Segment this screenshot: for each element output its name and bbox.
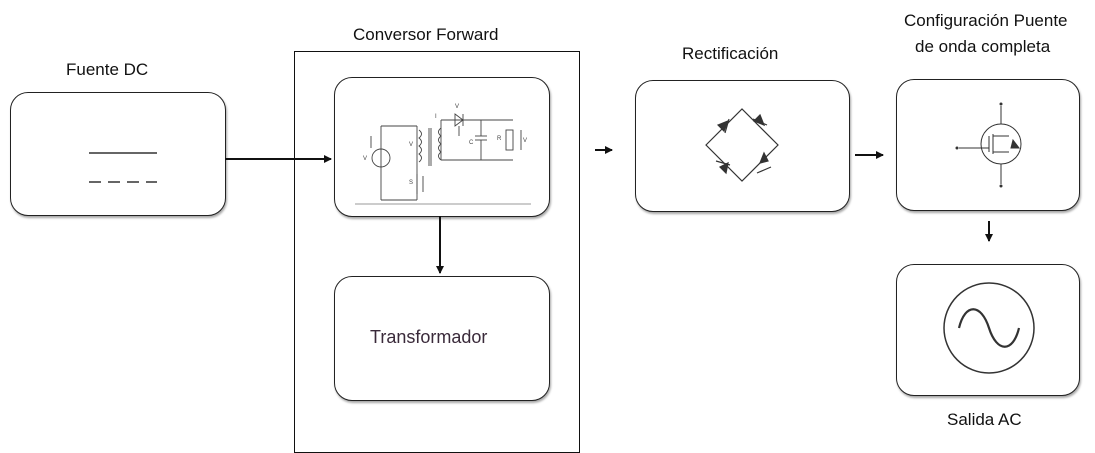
- forward-converter-block: V V I V C R V S: [334, 77, 550, 217]
- svg-text:V: V: [363, 156, 367, 162]
- config-puente-block: [896, 79, 1080, 211]
- rectificacion-block: [635, 80, 850, 212]
- forward-converter-circuit-icon: V V I V C R V S: [355, 104, 531, 205]
- diode-bridge-icon: [705, 108, 779, 182]
- fuente-dc-label: Fuente DC: [66, 60, 149, 79]
- transformador-label: Transformador: [370, 327, 488, 347]
- fuente-dc-block: [10, 92, 226, 216]
- svg-text:V: V: [409, 142, 413, 148]
- svg-text:V: V: [523, 138, 527, 144]
- mosfet-icon: [955, 102, 1022, 188]
- config-label-line1: Configuración Puente: [904, 11, 1068, 30]
- svg-text:S: S: [409, 180, 413, 186]
- salida-ac-block: [896, 264, 1080, 396]
- rectificacion-label: Rectificación: [682, 44, 779, 63]
- svg-text:I: I: [435, 114, 437, 120]
- svg-text:R: R: [497, 136, 502, 142]
- conversor-forward-label: Conversor Forward: [353, 25, 499, 44]
- config-label-line2: de onda completa: [915, 37, 1051, 56]
- svg-text:V: V: [455, 104, 459, 110]
- transformador-block: [334, 276, 550, 401]
- salida-ac-label: Salida AC: [947, 410, 1022, 429]
- sine-wave-icon: [943, 282, 1035, 374]
- dc-source-icon: [89, 152, 157, 183]
- svg-text:C: C: [469, 140, 474, 146]
